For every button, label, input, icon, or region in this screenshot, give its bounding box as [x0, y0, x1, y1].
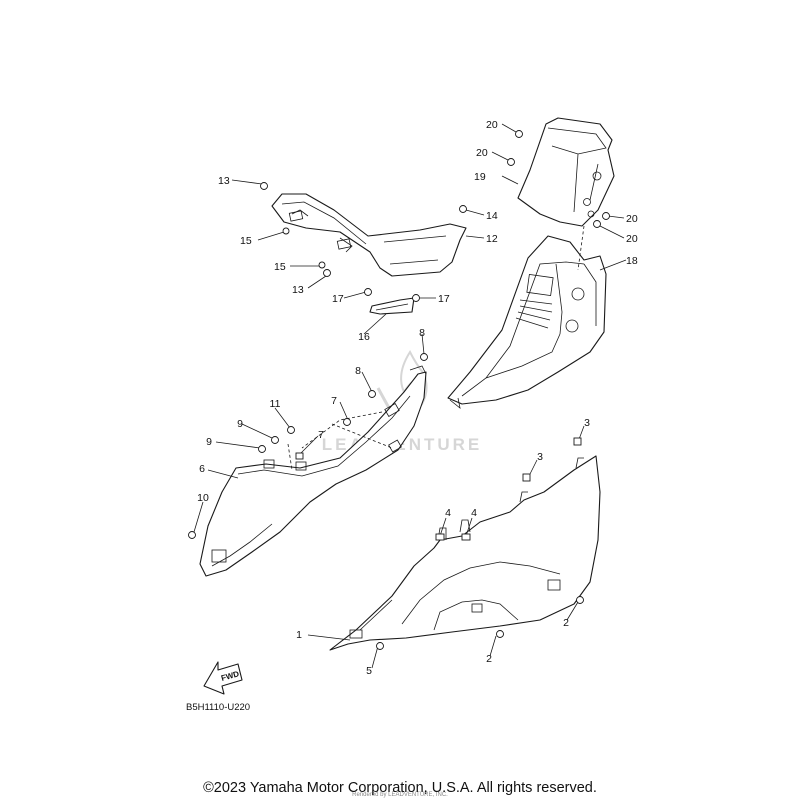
screw-10-icon[interactable]	[188, 531, 196, 539]
callout-20c[interactable]: 20	[626, 213, 638, 225]
screw-14-icon[interactable]	[459, 205, 467, 213]
screw-20b-icon[interactable]	[507, 158, 515, 166]
callout-12[interactable]: 12	[486, 233, 498, 245]
screw-13b-icon[interactable]	[323, 269, 331, 277]
part-6-left-side-cover[interactable]	[199, 365, 427, 577]
nut-15a-icon[interactable]	[282, 227, 290, 235]
clip-7a-icon[interactable]	[295, 452, 304, 460]
callout-10[interactable]: 10	[197, 492, 209, 504]
copyright-footer: ©2023 Yamaha Motor Corporation, U.S.A. A…	[203, 780, 597, 796]
callout-15a[interactable]: 15	[240, 235, 252, 247]
screw-20c-icon[interactable]	[602, 212, 610, 220]
screw-17a-icon[interactable]	[364, 288, 372, 296]
callout-11[interactable]: 11	[270, 398, 281, 410]
callout-17b[interactable]: 17	[438, 293, 450, 305]
fwd-arrow-icon	[203, 661, 243, 695]
screw-8a-icon[interactable]	[368, 390, 376, 398]
leader-lines	[193, 123, 627, 669]
callout-labels: 1 2 2 3 3 4 4 5 6 7 7 8 8 9 9 10 11 12 1…	[197, 119, 638, 677]
screw-20d-icon[interactable]	[593, 220, 601, 228]
callout-2b[interactable]: 2	[486, 653, 492, 665]
rendered-by-note: Rendered by LEADVENTURE, INC.	[352, 792, 448, 798]
callout-15b[interactable]: 15	[274, 261, 286, 273]
part-18-seat-panel[interactable]	[447, 235, 607, 409]
callout-4b[interactable]: 4	[471, 507, 477, 519]
screw-3a-icon[interactable]	[522, 473, 531, 482]
callout-19[interactable]: 19	[474, 171, 486, 183]
callout-1[interactable]: 1	[296, 629, 302, 641]
screw-20a-icon[interactable]	[515, 130, 523, 138]
part-16-bracket[interactable]	[369, 297, 415, 315]
callout-16[interactable]: 16	[358, 331, 370, 343]
callout-9b[interactable]: 9	[237, 418, 243, 430]
screw-9b-icon[interactable]	[271, 436, 279, 444]
callout-13b[interactable]: 13	[292, 284, 304, 296]
callout-8a[interactable]: 8	[355, 365, 361, 377]
part-1-right-side-cover[interactable]	[329, 455, 601, 651]
callout-20b[interactable]: 20	[476, 147, 488, 159]
callout-7a[interactable]: 7	[331, 395, 337, 407]
callout-9a[interactable]: 9	[206, 436, 212, 448]
callout-13a[interactable]: 13	[218, 175, 230, 187]
screw-2b-icon[interactable]	[496, 630, 504, 638]
callout-3a[interactable]: 3	[537, 451, 543, 463]
callout-14[interactable]: 14	[486, 210, 498, 222]
diagram-code: B5H1110-U220	[186, 702, 250, 713]
forward-direction-arrow: FWD	[203, 661, 243, 695]
callout-4a[interactable]: 4	[445, 507, 451, 519]
callout-7b[interactable]: 7	[318, 429, 324, 441]
screw-11-icon[interactable]	[287, 426, 295, 434]
clip-4b-icon[interactable]	[461, 533, 471, 541]
callout-2a[interactable]: 2	[563, 617, 569, 629]
callout-3b[interactable]: 3	[584, 417, 590, 429]
callout-17a[interactable]: 17	[332, 293, 344, 305]
callout-20d[interactable]: 20	[626, 233, 638, 245]
part-12-center-cover[interactable]	[271, 193, 467, 277]
screw-9a-icon[interactable]	[258, 445, 266, 453]
screw-17b-icon[interactable]	[412, 294, 420, 302]
callout-5[interactable]: 5	[366, 665, 372, 677]
callout-20a[interactable]: 20	[486, 119, 498, 131]
assembly-guide-lines	[287, 225, 585, 471]
screw-3b-icon[interactable]	[573, 437, 582, 446]
screw-5-icon[interactable]	[376, 642, 384, 650]
screw-13a-icon[interactable]	[260, 182, 268, 190]
nut-15b-icon[interactable]	[318, 261, 326, 269]
screw-7b-icon[interactable]	[343, 418, 351, 426]
screw-8b-icon[interactable]	[420, 353, 428, 361]
callout-18[interactable]: 18	[626, 255, 638, 267]
callout-8b[interactable]: 8	[419, 327, 425, 339]
clip-4a-icon[interactable]	[435, 533, 445, 541]
fasteners	[188, 130, 610, 650]
part-19-rear-cover[interactable]	[517, 117, 615, 227]
callout-6[interactable]: 6	[199, 463, 205, 475]
screw-2a-icon[interactable]	[576, 596, 584, 604]
